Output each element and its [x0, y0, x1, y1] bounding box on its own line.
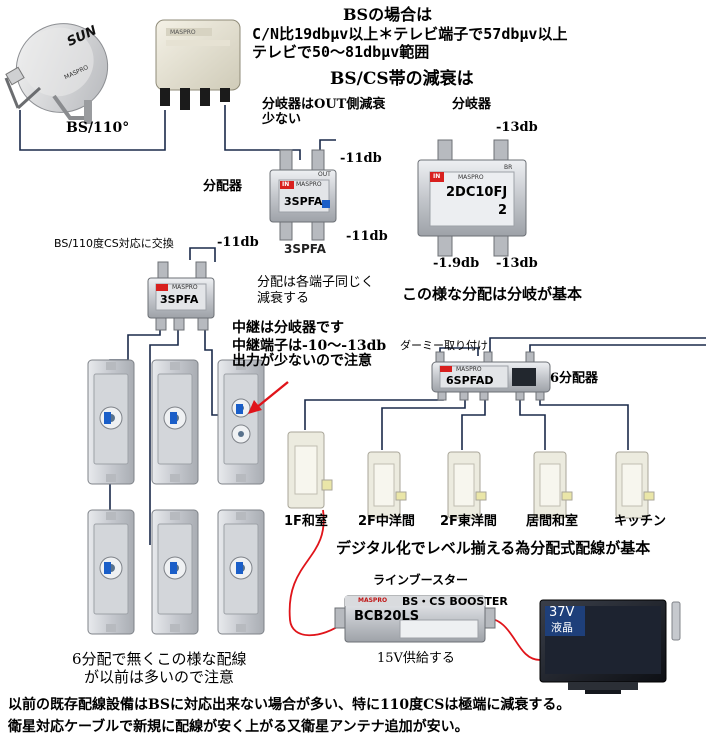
splitter-caption: 分配器	[203, 179, 243, 194]
basic-note: この様な分配は分岐が基本	[402, 285, 583, 303]
booster-brand: MASPRO	[358, 597, 388, 604]
booster-model: BCB20LS	[354, 609, 420, 624]
cable-6split-out1	[304, 395, 444, 430]
tv-set	[539, 599, 681, 694]
digital-note: デジタル化でレベル揃える為分配式配線が基本	[336, 539, 651, 557]
cable-6split-out2	[381, 395, 466, 450]
db-minus11-a: -11db	[340, 151, 382, 166]
splitter-brand: MASPRO	[296, 181, 322, 188]
splitter-3spfa-device	[269, 149, 337, 241]
six-splitter-brand: MASPRO	[456, 366, 482, 373]
db-minus11-b: -11db	[217, 235, 259, 250]
relay-note-1: 中継は分岐器です	[232, 320, 344, 336]
tv-size: 37V	[549, 605, 575, 620]
brancher-in-label: IN	[433, 173, 441, 180]
db-minus11-c: -11db	[346, 229, 388, 244]
db-minus1-9: -1.9db	[433, 256, 480, 271]
red-cable-to-booster	[288, 509, 346, 637]
cable-6split-in-1	[489, 337, 706, 355]
old-wiring-note-2: が以前は多いので注意	[84, 668, 235, 686]
branch-note-2: 少ない	[262, 112, 302, 127]
room-label-5: キッチン	[614, 514, 667, 529]
small-splitter-model: 3SPFA	[160, 293, 199, 306]
booster-type: BS・CS BOOSTER	[402, 595, 508, 608]
splitter-model: 3SPFA	[284, 195, 323, 208]
room-label-3: 2F東洋間	[440, 514, 497, 529]
splitter-in-label: IN	[282, 181, 290, 188]
tv-screen-text: 液晶	[551, 621, 573, 634]
brancher-br-label: BR	[504, 164, 513, 171]
relay-note-3: 出力が少ないので注意	[232, 353, 372, 369]
line-booster-device	[334, 595, 496, 643]
room-label-2: 2F中洋間	[358, 514, 415, 529]
footer-line-2: 衛星対応ケーブルで新規に配線が安く上がる又衛星アンテナ追加が安い。	[8, 719, 469, 735]
db-minus13-bottom: -13db	[496, 256, 538, 271]
booster-title: ラインブースター	[373, 573, 469, 587]
cable-small-in	[189, 247, 216, 262]
cable-box-to-splitter	[224, 105, 301, 160]
six-splitter-model: 6SPFAD	[446, 374, 494, 387]
footer-line-1: 以前の既存配線設備はBSに対応出来ない場合が多い、特に110度CSは極端に減衰す…	[8, 697, 571, 713]
room-label-1: 1F和室	[284, 514, 328, 529]
room-label-4: 居間和室	[526, 514, 579, 529]
branch-title: 分岐器	[452, 97, 492, 112]
pointer-arrow	[248, 381, 289, 414]
old-wall-outlets	[87, 359, 265, 635]
header-bscs-atten: BS/CS帯の減衰は	[330, 69, 474, 89]
splitter-small-device	[147, 261, 215, 331]
branch-note-1: 分岐器はOUT側減衰	[262, 97, 386, 112]
cable-6split-out4	[519, 395, 546, 450]
room-outlets	[287, 431, 655, 519]
brancher-model: 2DC10FJ	[446, 185, 508, 200]
outlet-plate-3a	[217, 359, 265, 485]
db-minus13-top: -13db	[496, 120, 538, 135]
relay-note-2: 中継端子は-10～-13db	[232, 338, 387, 354]
six-splitter-caption: 6分配器	[550, 371, 599, 386]
cable-6split-in-2	[529, 344, 706, 355]
brancher-brand: MASPRO	[458, 174, 484, 181]
small-splitter-brand: MASPRO	[172, 284, 198, 291]
booster-power-note: 15V供給する	[377, 651, 455, 666]
header-tv-range: テレビで50～81dbμv範囲	[252, 43, 430, 61]
split-note-1: 分配は各端子同じく	[257, 275, 375, 290]
antenna-label: BS/110°	[66, 120, 130, 136]
cable-to-outlet-col2	[149, 325, 179, 545]
satellite-dish	[4, 23, 109, 124]
splitter-label-below: 3SPFA	[284, 242, 326, 256]
exchange-note: BS/110度CS対応に交換	[54, 237, 174, 250]
brancher-num: 2	[498, 203, 508, 218]
cable-6split-out3	[461, 395, 486, 450]
cable-6split-out5	[539, 395, 629, 450]
booster-unit	[155, 19, 241, 110]
dummy-label: ダーミー取り付け	[400, 339, 488, 352]
cable-dish-to-box	[19, 110, 166, 151]
six-splitter-device	[431, 351, 551, 401]
split-note-2: 減衰する	[257, 291, 310, 306]
old-wiring-note-1: 6分配で無くこの様な配線	[72, 650, 247, 668]
splitter-out-label: OUT	[318, 171, 331, 178]
header-bs-case: BSの場合は	[343, 5, 433, 24]
brancher-2dc10fj-device	[417, 139, 527, 257]
box-brand: MASPRO	[170, 29, 196, 36]
header-cn-spec: C/N比19dbμv以上＊テレビ端子で57dbμv以上	[252, 25, 568, 43]
